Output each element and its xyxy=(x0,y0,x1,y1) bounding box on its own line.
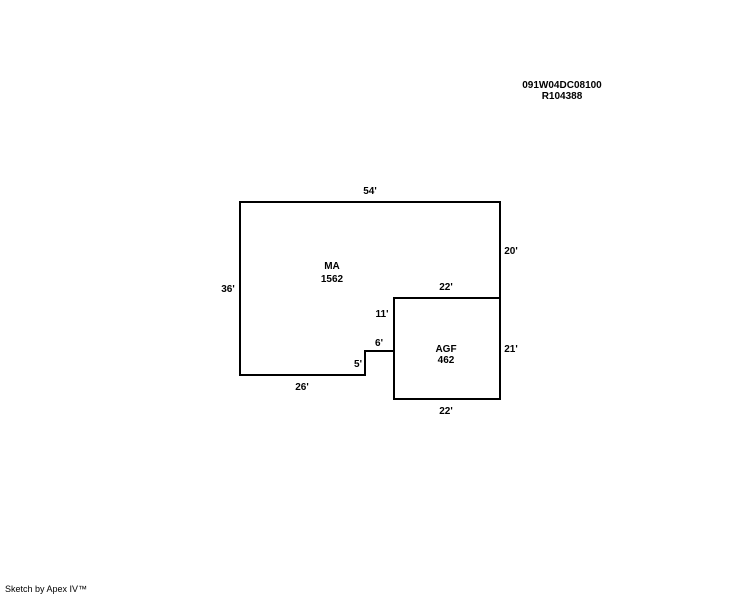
garage-area-code: AGF xyxy=(435,344,456,355)
garage-outline xyxy=(393,297,501,400)
main-area-code: MA xyxy=(324,261,340,272)
dimension-right-upper: 20' xyxy=(504,246,518,257)
dimension-garage-top: 22' xyxy=(439,282,453,293)
parcel-id-block: 091W04DC08100 R104388 xyxy=(508,80,616,102)
garage-area-sqft: 462 xyxy=(438,355,455,366)
parcel-account-number: R104388 xyxy=(541,91,583,102)
dimension-bottom-left: 26' xyxy=(295,382,309,393)
dimension-top: 54' xyxy=(363,186,377,197)
sketch-credit: Sketch by Apex IV™ xyxy=(5,584,88,594)
dimension-step-height: 5' xyxy=(354,359,362,370)
main-area-outline xyxy=(239,201,501,376)
dimension-step-width: 6' xyxy=(375,338,383,349)
dimension-garage-right: 21' xyxy=(504,344,518,355)
dimension-garage-left-upper: 11' xyxy=(376,309,389,320)
main-area-sqft: 1562 xyxy=(321,274,344,285)
parcel-map-number: 091W04DC08100 xyxy=(522,80,602,91)
dimension-left: 36' xyxy=(221,284,235,295)
dimension-garage-bottom: 22' xyxy=(439,406,453,417)
